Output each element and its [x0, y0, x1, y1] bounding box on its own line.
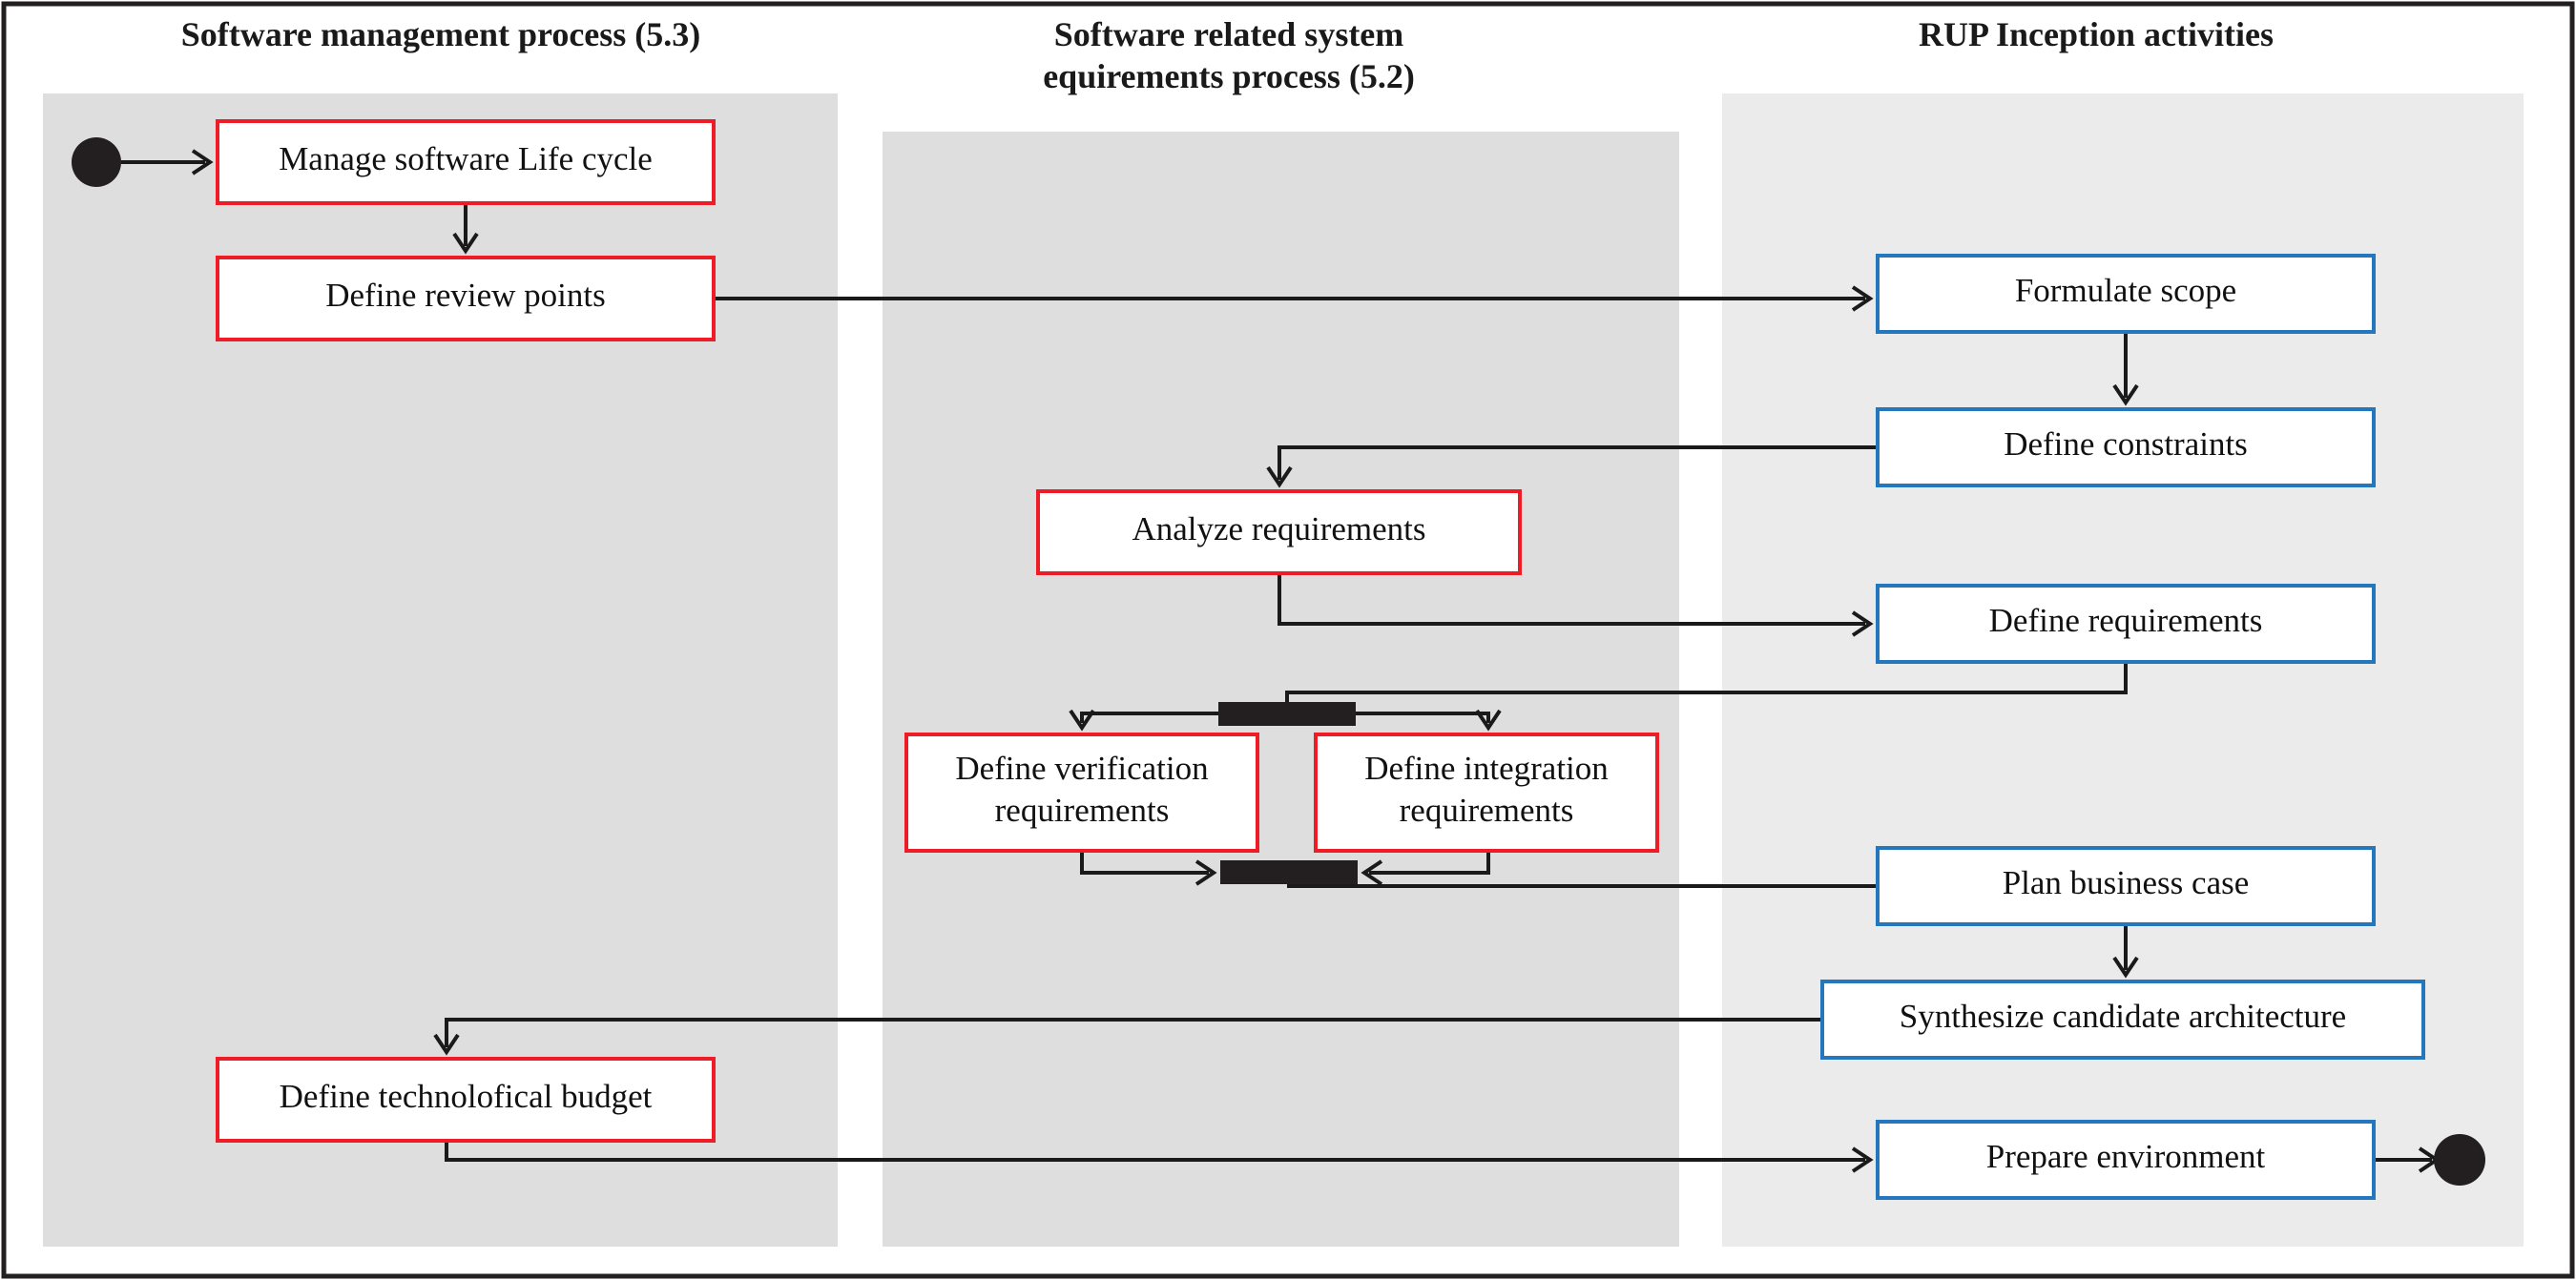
edge-synthesize-to-budget-arrowhead: [433, 1033, 460, 1056]
edge-budget-to-prepare: [445, 1141, 1865, 1162]
edge-analyze-to-define-requirements-arrowhead: [1851, 610, 1874, 637]
activity-node-define-review-points[interactable]: Define review points: [216, 256, 716, 341]
edge-integration-to-join-arrowhead: [1361, 859, 1383, 886]
fork-bar: [1218, 702, 1356, 726]
edge-synthesize-to-budget: [445, 1018, 1822, 1047]
activity-node-define-technolofical-budget[interactable]: Define technolofical budget: [216, 1057, 716, 1143]
activity-node-formulate-scope[interactable]: Formulate scope: [1876, 254, 2376, 334]
end-node: [2434, 1134, 2485, 1186]
lane-titles: Software management process (5.3) Softwar…: [181, 15, 2274, 95]
edge-fork-to-integration-arrowhead: [1475, 709, 1502, 732]
node-label-manage-software-life-cycle: Manage software Life cycle: [279, 140, 653, 177]
node-label-synthesize-candidate-architecture: Synthesize candidate architecture: [1900, 998, 2346, 1035]
edge-verification-to-join-arrowhead: [1195, 859, 1217, 886]
node-label-analyze-requirements: Analyze requirements: [1132, 510, 1425, 547]
edge-constraints-to-analyze-arrowhead: [1266, 465, 1293, 488]
activity-node-synthesize-candidate-architecture[interactable]: Synthesize candidate architecture: [1820, 980, 2425, 1060]
activity-node-define-requirements[interactable]: Define requirements: [1876, 584, 2376, 664]
edge-constraints-to-analyze: [1278, 445, 1878, 480]
edge-budget-to-prepare-arrowhead: [1851, 1146, 1874, 1173]
join-bar: [1220, 860, 1358, 884]
terminal-nodes: [72, 137, 2485, 1186]
edge-integration-to-join: [1369, 851, 1490, 875]
edge-start-to-manage-arrowhead: [191, 149, 214, 175]
edge-review-to-formulate-arrowhead: [1851, 285, 1874, 312]
edge-plan-to-synthesize-arrowhead: [2112, 956, 2139, 979]
node-label-define-constraints: Define constraints: [2004, 425, 2248, 463]
activity-node-analyze-requirements[interactable]: Analyze requirements: [1036, 489, 1522, 575]
flow-edges: [121, 149, 2441, 1173]
node-box-define-integration-requirements[interactable]: [1314, 733, 1659, 853]
node-box-plan-business-case[interactable]: [1876, 846, 2376, 926]
node-box-define-review-points[interactable]: [216, 256, 716, 341]
edge-analyze-to-define-requirements: [1278, 573, 1865, 626]
node-label-define-review-points: Define review points: [325, 277, 606, 314]
edge-verification-to-join: [1080, 851, 1209, 875]
edge-fork-to-verification: [1080, 712, 1219, 723]
node-box-prepare-environment[interactable]: [1876, 1120, 2376, 1200]
node-box-define-constraints[interactable]: [1876, 407, 2376, 487]
node-label-define-requirements: Define requirements: [1989, 602, 2263, 639]
edge-manage-to-review-arrowhead: [452, 232, 479, 255]
node-box-manage-software-life-cycle[interactable]: [216, 119, 716, 205]
edge-fork-to-verification-arrowhead: [1069, 709, 1095, 732]
node-box-define-requirements[interactable]: [1876, 584, 2376, 664]
node-label-formulate-scope: Formulate scope: [2015, 272, 2236, 309]
edge-define-requirements-to-fork: [1285, 662, 2128, 703]
activity-node-plan-business-case[interactable]: Plan business case: [1876, 846, 2376, 926]
edge-fork-to-integration: [1355, 712, 1490, 723]
node-label-plan-business-case: Plan business case: [2003, 864, 2250, 901]
node-box-analyze-requirements[interactable]: [1036, 489, 1522, 575]
activity-node-prepare-environment[interactable]: Prepare environment: [1876, 1120, 2376, 1200]
activity-node-manage-software-life-cycle[interactable]: Manage software Life cycle: [216, 119, 716, 205]
node-box-define-verification-requirements[interactable]: [904, 733, 1259, 853]
node-box-define-technolofical-budget[interactable]: [216, 1057, 716, 1143]
start-node: [72, 137, 121, 187]
fork-join-bars: [1218, 702, 1358, 884]
node-box-synthesize-candidate-architecture[interactable]: [1820, 980, 2425, 1060]
lane-software-management-title: Software management process (5.3): [181, 15, 701, 53]
node-box-formulate-scope[interactable]: [1876, 254, 2376, 334]
lane-system-requirements: [883, 132, 1679, 1247]
activity-node-define-constraints[interactable]: Define constraints: [1876, 407, 2376, 487]
node-label-prepare-environment: Prepare environment: [1986, 1138, 2266, 1175]
node-label-define-technolofical-budget: Define technolofical budget: [280, 1078, 653, 1115]
lane-rup-inception-title: RUP Inception activities: [1919, 15, 2274, 53]
edge-formulate-to-constraints-arrowhead: [2112, 383, 2139, 406]
